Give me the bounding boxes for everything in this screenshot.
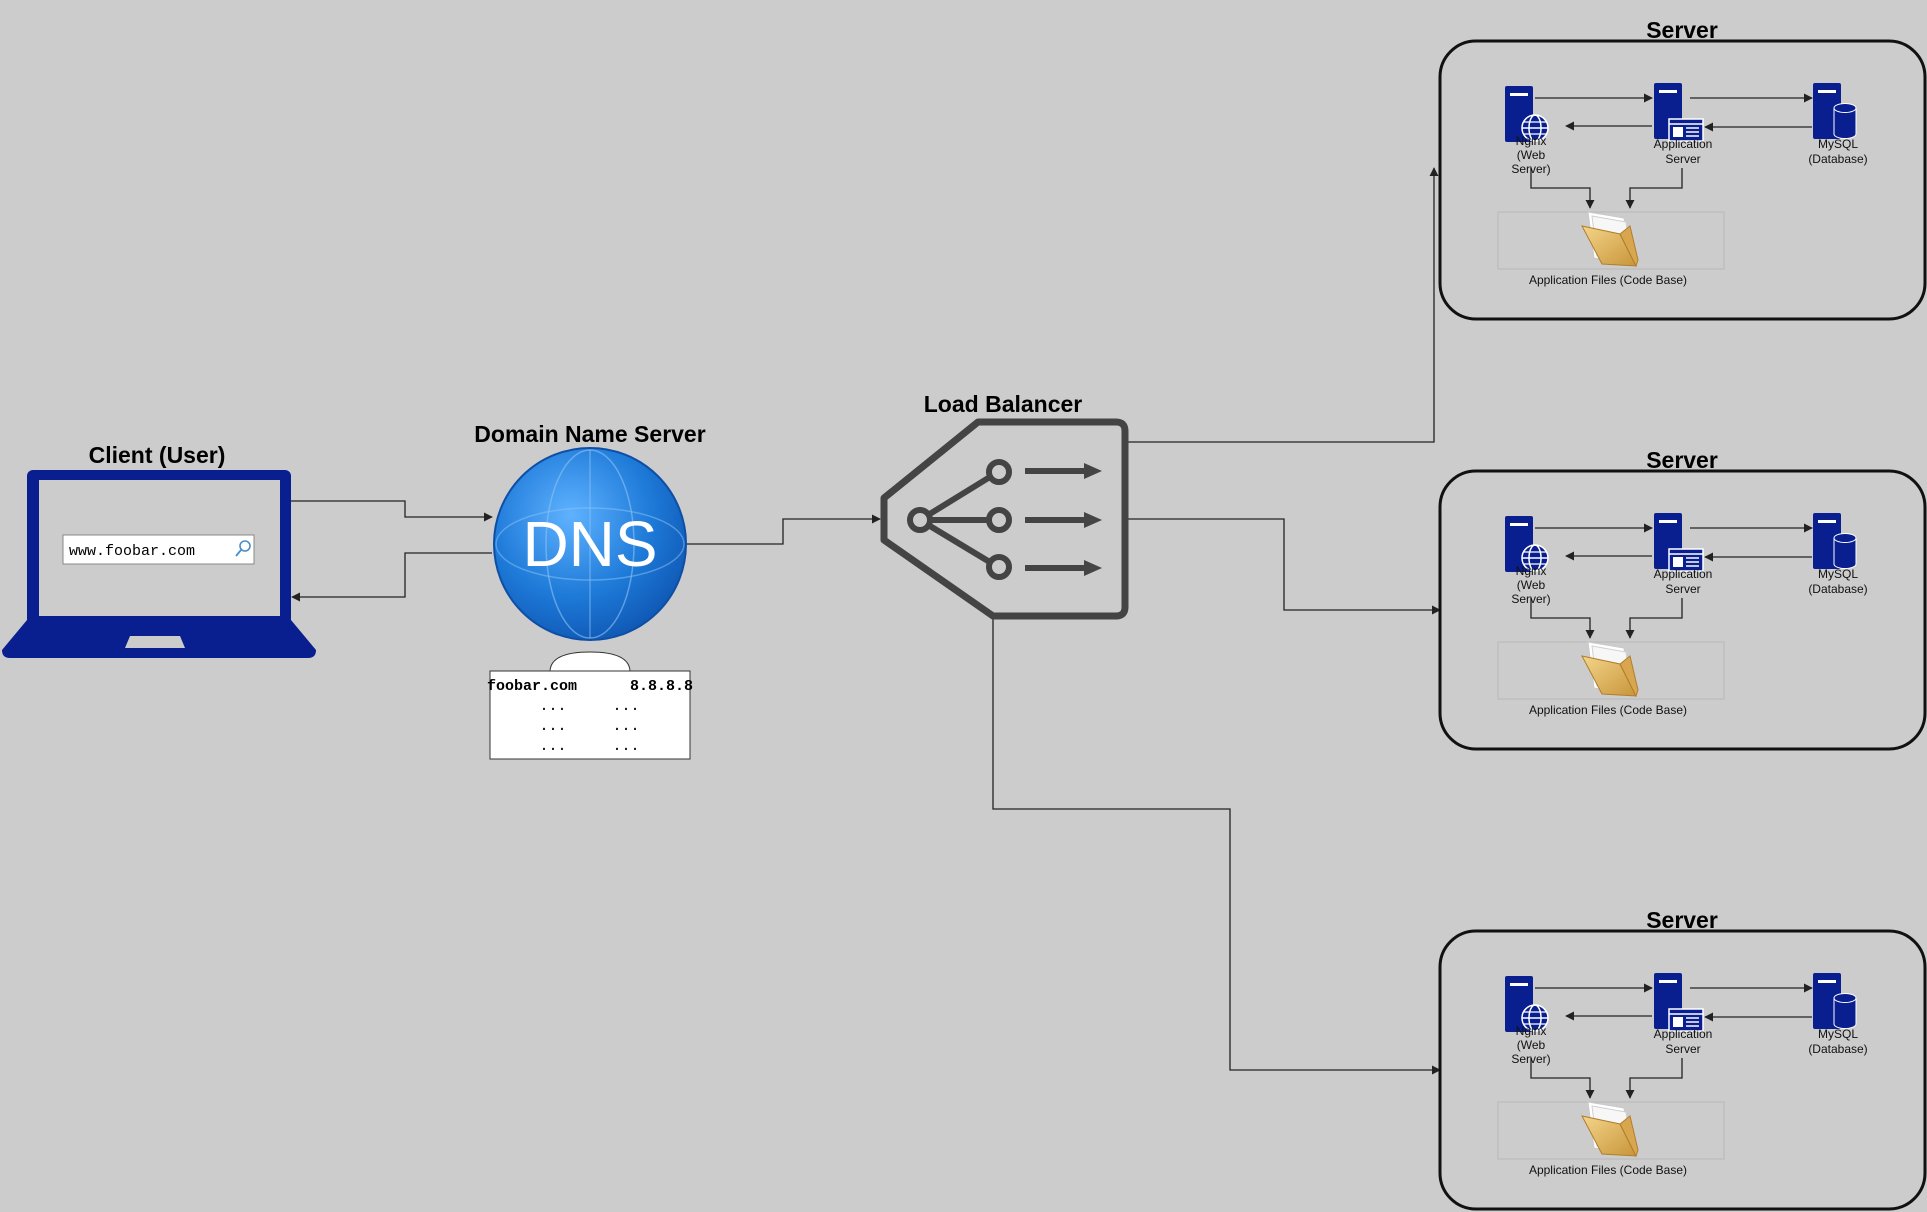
dns-table-cell: 8.8.8.8 — [630, 678, 693, 695]
folder-icon — [1581, 211, 1639, 267]
client-to-dns-arrow — [236, 500, 493, 522]
dns-group: Domain Name Server DNS foobar.com 8.8.8.… — [474, 421, 706, 760]
dns-table-cell: ... — [612, 718, 639, 735]
application-files-box — [1497, 641, 1725, 700]
lb-to-server-1-arrow — [1127, 167, 1439, 443]
server-internal-connectors — [1530, 523, 1813, 639]
database-label: MySQL(Database) — [1808, 137, 1867, 166]
dns-to-client-arrow — [291, 552, 492, 602]
dns-globe-icon: DNS — [493, 447, 687, 641]
dns-table-tab — [549, 651, 631, 672]
load-balancer-icon — [880, 418, 1129, 620]
server-frame — [1438, 469, 1927, 751]
application-files-label: Application Files (Code Base) — [1529, 1163, 1687, 1177]
dns-table-rows: foobar.com 8.8.8.8 ... ... ... ... ... .… — [487, 678, 693, 755]
database-icon — [1833, 533, 1857, 569]
server-title: Server — [1646, 17, 1718, 43]
client-title: Client (User) — [89, 442, 226, 468]
dns-to-load-balancer-arrow — [686, 514, 881, 545]
dns-table-cell: ... — [612, 738, 639, 755]
internal-arrow — [1530, 1058, 1595, 1099]
dns-title: Domain Name Server — [474, 421, 705, 447]
dns-table-cell: foobar.com — [487, 678, 577, 695]
database-label: MySQL(Database) — [1808, 567, 1867, 596]
dns-table — [489, 670, 691, 760]
database-label: MySQL(Database) — [1808, 1027, 1867, 1056]
lb-to-server-3-arrow — [992, 618, 1441, 1075]
internal-arrow — [1625, 1058, 1683, 1099]
application-files-label: Application Files (Code Base) — [1529, 703, 1687, 717]
internal-arrow — [1530, 168, 1595, 209]
dns-table-cell: ... — [539, 698, 566, 715]
dns-logo-text: DNS — [522, 508, 657, 580]
server-frame — [1438, 929, 1927, 1211]
internal-arrow — [1625, 598, 1683, 639]
load-balancer-title: Load Balancer — [924, 391, 1083, 417]
application-files-label: Application Files (Code Base) — [1529, 273, 1687, 287]
search-input[interactable]: www.foobar.com — [69, 543, 195, 560]
search-icon[interactable] — [235, 540, 251, 557]
application-files-box — [1497, 211, 1725, 270]
dns-table-cell: ... — [539, 718, 566, 735]
internal-arrow — [1530, 598, 1595, 639]
server-title: Server — [1646, 447, 1718, 473]
search-box[interactable]: www.foobar.com — [62, 534, 255, 565]
internal-arrow — [1625, 168, 1683, 209]
database-icon — [1833, 993, 1857, 1029]
load-balancer-group: Load Balancer — [880, 391, 1129, 620]
dns-table-cell: ... — [539, 738, 566, 755]
client-group: Client (User) www.foobar.com — [2, 442, 316, 658]
folder-icon — [1581, 1101, 1639, 1157]
dns-table-cell: ... — [612, 698, 639, 715]
folder-icon — [1581, 641, 1639, 697]
server-title: Server — [1646, 907, 1718, 933]
server-internal-connectors — [1530, 93, 1813, 209]
lb-to-server-2-arrow — [1127, 518, 1441, 615]
database-icon — [1833, 103, 1857, 139]
server-internal-connectors — [1530, 983, 1813, 1099]
application-files-box — [1497, 1101, 1725, 1160]
connectors — [236, 167, 1441, 1075]
server-frame — [1438, 39, 1927, 321]
